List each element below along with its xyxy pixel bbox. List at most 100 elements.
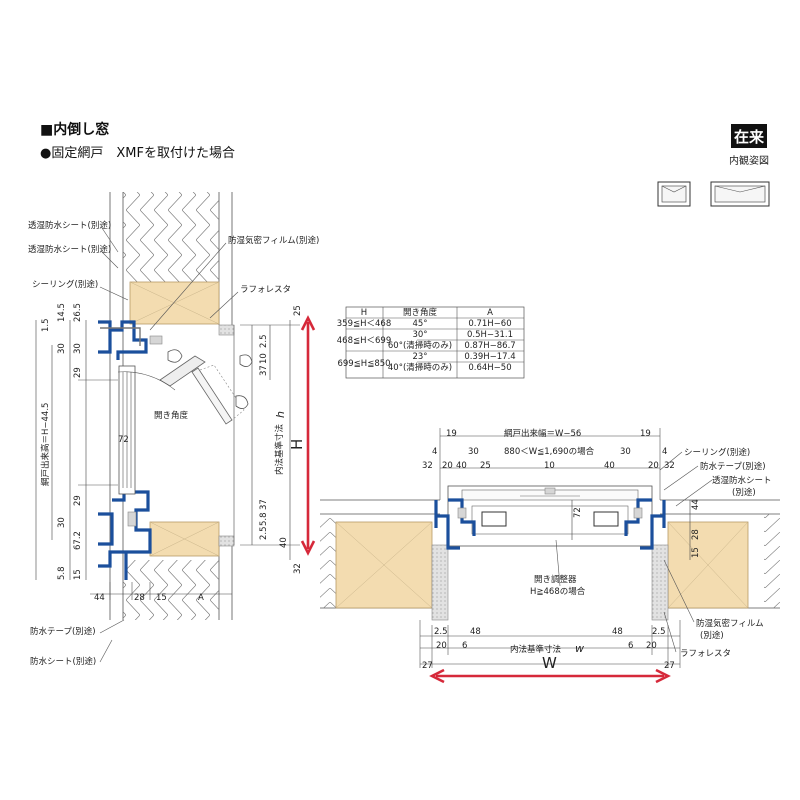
table-cell-angle: 60°(清掃時のみ) xyxy=(388,340,452,351)
label-vapor-film-right: 防湿気密フィルム xyxy=(696,618,764,629)
svg-text:2.5: 2.5 xyxy=(652,627,666,637)
svg-text:28: 28 xyxy=(691,529,701,540)
svg-text:10: 10 xyxy=(544,461,555,471)
svg-text:29: 29 xyxy=(73,495,83,506)
label-inner-width: 内法基準寸法 xyxy=(510,644,561,655)
svg-text:14.5: 14.5 xyxy=(57,303,67,322)
svg-text:44: 44 xyxy=(691,499,701,510)
label-screen-width: 網戸出来幅＝W−56 xyxy=(504,428,581,439)
label-screen-height: 網戸出来高＝H−44.5 xyxy=(40,403,51,486)
svg-text:在来: 在来 xyxy=(734,128,765,146)
label-breathable-sheet-2: 透湿防水シート(別途) xyxy=(28,244,111,255)
angle-table: H 開き角度 A 359≦H＜468 45° 0.71H−60 468≦H＜69… xyxy=(337,306,525,379)
svg-text:40: 40 xyxy=(456,461,467,471)
svg-text:30: 30 xyxy=(57,343,67,354)
svg-text:4: 4 xyxy=(432,447,437,457)
svg-text:15: 15 xyxy=(156,593,167,603)
label-open-angle: 開き角度 xyxy=(154,410,189,421)
svg-text:1.5: 1.5 xyxy=(41,318,51,332)
svg-text:40: 40 xyxy=(604,461,615,471)
vertical-section xyxy=(35,192,316,663)
table-cell-h: 359≦H＜468 xyxy=(337,319,391,329)
table-cell-angle: 30° xyxy=(412,330,427,340)
zairai-badge: 在来 内観姿図 xyxy=(729,124,769,167)
table-cell-h: 468≦H＜699 xyxy=(337,336,391,346)
left-dimension-labels: 1.5 14.5 26.5 30 30 29 72 29 30 67.2 5.8… xyxy=(41,303,303,603)
svg-text:19: 19 xyxy=(446,429,457,439)
svg-text:20: 20 xyxy=(648,461,659,471)
label-breathable-sheet-right: 透湿防水シート xyxy=(712,475,772,486)
label-inner-height: 内法基準寸法 xyxy=(274,424,285,475)
table-cell-a: 0.5H−31.1 xyxy=(467,330,513,340)
svg-text:30: 30 xyxy=(620,447,631,457)
svg-text:48: 48 xyxy=(470,627,481,637)
svg-text:19: 19 xyxy=(640,429,651,439)
table-header-h: H xyxy=(361,308,367,318)
jamb-profile-right xyxy=(624,498,666,550)
svg-text:20: 20 xyxy=(442,461,453,471)
jamb-profile-left xyxy=(434,498,476,550)
svg-text:72: 72 xyxy=(118,435,129,445)
label-water-sheet-left: 防水シート(別途) xyxy=(30,656,96,667)
svg-text:40: 40 xyxy=(279,537,289,548)
svg-text:30: 30 xyxy=(73,343,83,354)
svg-text:29: 29 xyxy=(73,367,83,378)
label-breathable-sheet-right-note: (別途) xyxy=(732,487,756,498)
svg-text:15: 15 xyxy=(691,547,701,558)
svg-text:37: 37 xyxy=(259,365,269,376)
label-lath-right: ラフォレスタ xyxy=(680,649,731,659)
svg-text:27: 27 xyxy=(664,661,675,671)
table-cell-angle: 40°(清掃時のみ) xyxy=(388,362,452,373)
label-W: W xyxy=(542,654,557,672)
label-tape-left: 防水テープ(別途) xyxy=(30,626,96,637)
svg-text:67.2: 67.2 xyxy=(73,531,83,550)
page-subtitle: ●固定網戸 XMFを取付けた場合 xyxy=(40,146,235,161)
svg-text:6: 6 xyxy=(628,641,633,651)
svg-text:25: 25 xyxy=(480,461,491,471)
label-inner-height-var: h xyxy=(274,411,287,418)
label-adjuster: 開き調整器 xyxy=(534,574,577,585)
right-dimension-labels: 19 19 30 30 4 4 32 20 40 25 10 40 20 32 … xyxy=(422,429,701,671)
svg-text:5.8: 5.8 xyxy=(57,566,67,580)
label-sealing-left: シーリング(別途) xyxy=(32,279,98,290)
svg-text:27: 27 xyxy=(422,661,433,671)
svg-text:30: 30 xyxy=(468,447,479,457)
svg-text:2.5: 2.5 xyxy=(259,334,269,348)
svg-text:20: 20 xyxy=(436,641,447,651)
elevation-thumbnail-small xyxy=(657,181,691,207)
svg-text:2.5: 2.5 xyxy=(259,526,269,540)
svg-text:15: 15 xyxy=(73,569,83,580)
svg-text:32: 32 xyxy=(293,563,303,574)
table-cell-h: 699≦H≦850 xyxy=(337,359,390,369)
svg-text:6: 6 xyxy=(462,641,467,651)
label-tape-right: 防水テープ(別途) xyxy=(700,461,766,472)
table-cell-a: 0.39H−17.4 xyxy=(464,352,515,362)
svg-text:A: A xyxy=(198,593,204,603)
svg-text:37: 37 xyxy=(259,499,269,510)
svg-text:4: 4 xyxy=(662,447,667,457)
svg-text:32: 32 xyxy=(422,461,433,471)
label-breathable-sheet-1: 透湿防水シート(別途) xyxy=(28,220,111,231)
label-adjuster-condition: H≧468の場合 xyxy=(530,586,586,597)
svg-text:25: 25 xyxy=(293,305,303,316)
table-cell-a: 0.87H−86.7 xyxy=(464,341,515,351)
label-range-note: 880＜W≦1,690の場合 xyxy=(504,446,595,457)
label-sealing-right: シーリング(別途) xyxy=(684,447,750,458)
table-cell-a: 0.71H−60 xyxy=(468,319,511,329)
label-H: H xyxy=(288,439,306,450)
svg-text:30: 30 xyxy=(57,517,67,528)
table-header-angle: 開き角度 xyxy=(403,307,438,318)
svg-text:48: 48 xyxy=(612,627,623,637)
svg-text:20: 20 xyxy=(646,641,657,651)
label-inner-width-var: w xyxy=(575,642,584,655)
svg-text:32: 32 xyxy=(664,461,675,471)
badge-caption: 内観姿図 xyxy=(729,154,769,167)
svg-text:10: 10 xyxy=(259,353,269,364)
label-lath-left: ラフォレスタ xyxy=(240,285,291,295)
table-cell-angle: 45° xyxy=(412,319,427,329)
svg-text:72: 72 xyxy=(573,507,583,518)
insulation-bottom xyxy=(123,560,219,620)
svg-text:5.8: 5.8 xyxy=(259,512,269,526)
svg-text:44: 44 xyxy=(94,593,105,603)
